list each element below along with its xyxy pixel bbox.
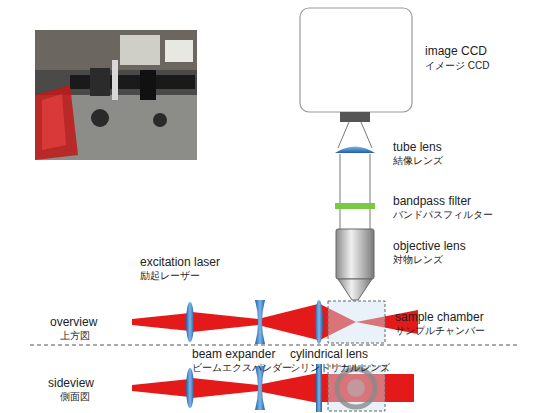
part-label-ja: サンプルチャンバー [395,325,485,336]
part-label-ja: 対物レンズ [393,254,443,265]
setup-photo [35,30,197,160]
part-label: sample chamber [395,311,484,324]
part-label-ja: 励起レーザー [140,270,200,281]
lenses-overview [186,300,323,344]
part-label-ja: イメージ CCD [425,60,489,71]
tube-lens [335,147,375,154]
part-label: excitation laser [140,256,220,269]
view-label-ja: 側面図 [60,391,90,402]
view-label-ja: 上方図 [60,330,90,341]
ccd-camera [300,8,412,112]
part-label: tube lens [393,141,442,154]
view-label: sideview [48,377,94,390]
part-label: cylindrical lens [290,348,368,361]
part-label-ja: ビームエクスパンダー [192,362,292,373]
part-label: objective lens [393,240,466,253]
part-label: image CCD [425,45,487,58]
light-path [338,122,372,230]
part-label-ja: 結像レンズ [393,155,443,166]
bandpass-filter [335,203,375,209]
part-label-ja: シリンドリカルレンズ [290,362,390,373]
view-label: overview [50,316,97,329]
part-label: beam expander [192,348,275,361]
camera-mount [340,112,370,122]
part-label: bandpass filter [393,195,471,208]
sample-chamber [328,301,385,343]
part-label-ja: バンドパスフィルター [393,209,493,220]
objective-lens [336,229,374,300]
view-separator [30,345,520,346]
